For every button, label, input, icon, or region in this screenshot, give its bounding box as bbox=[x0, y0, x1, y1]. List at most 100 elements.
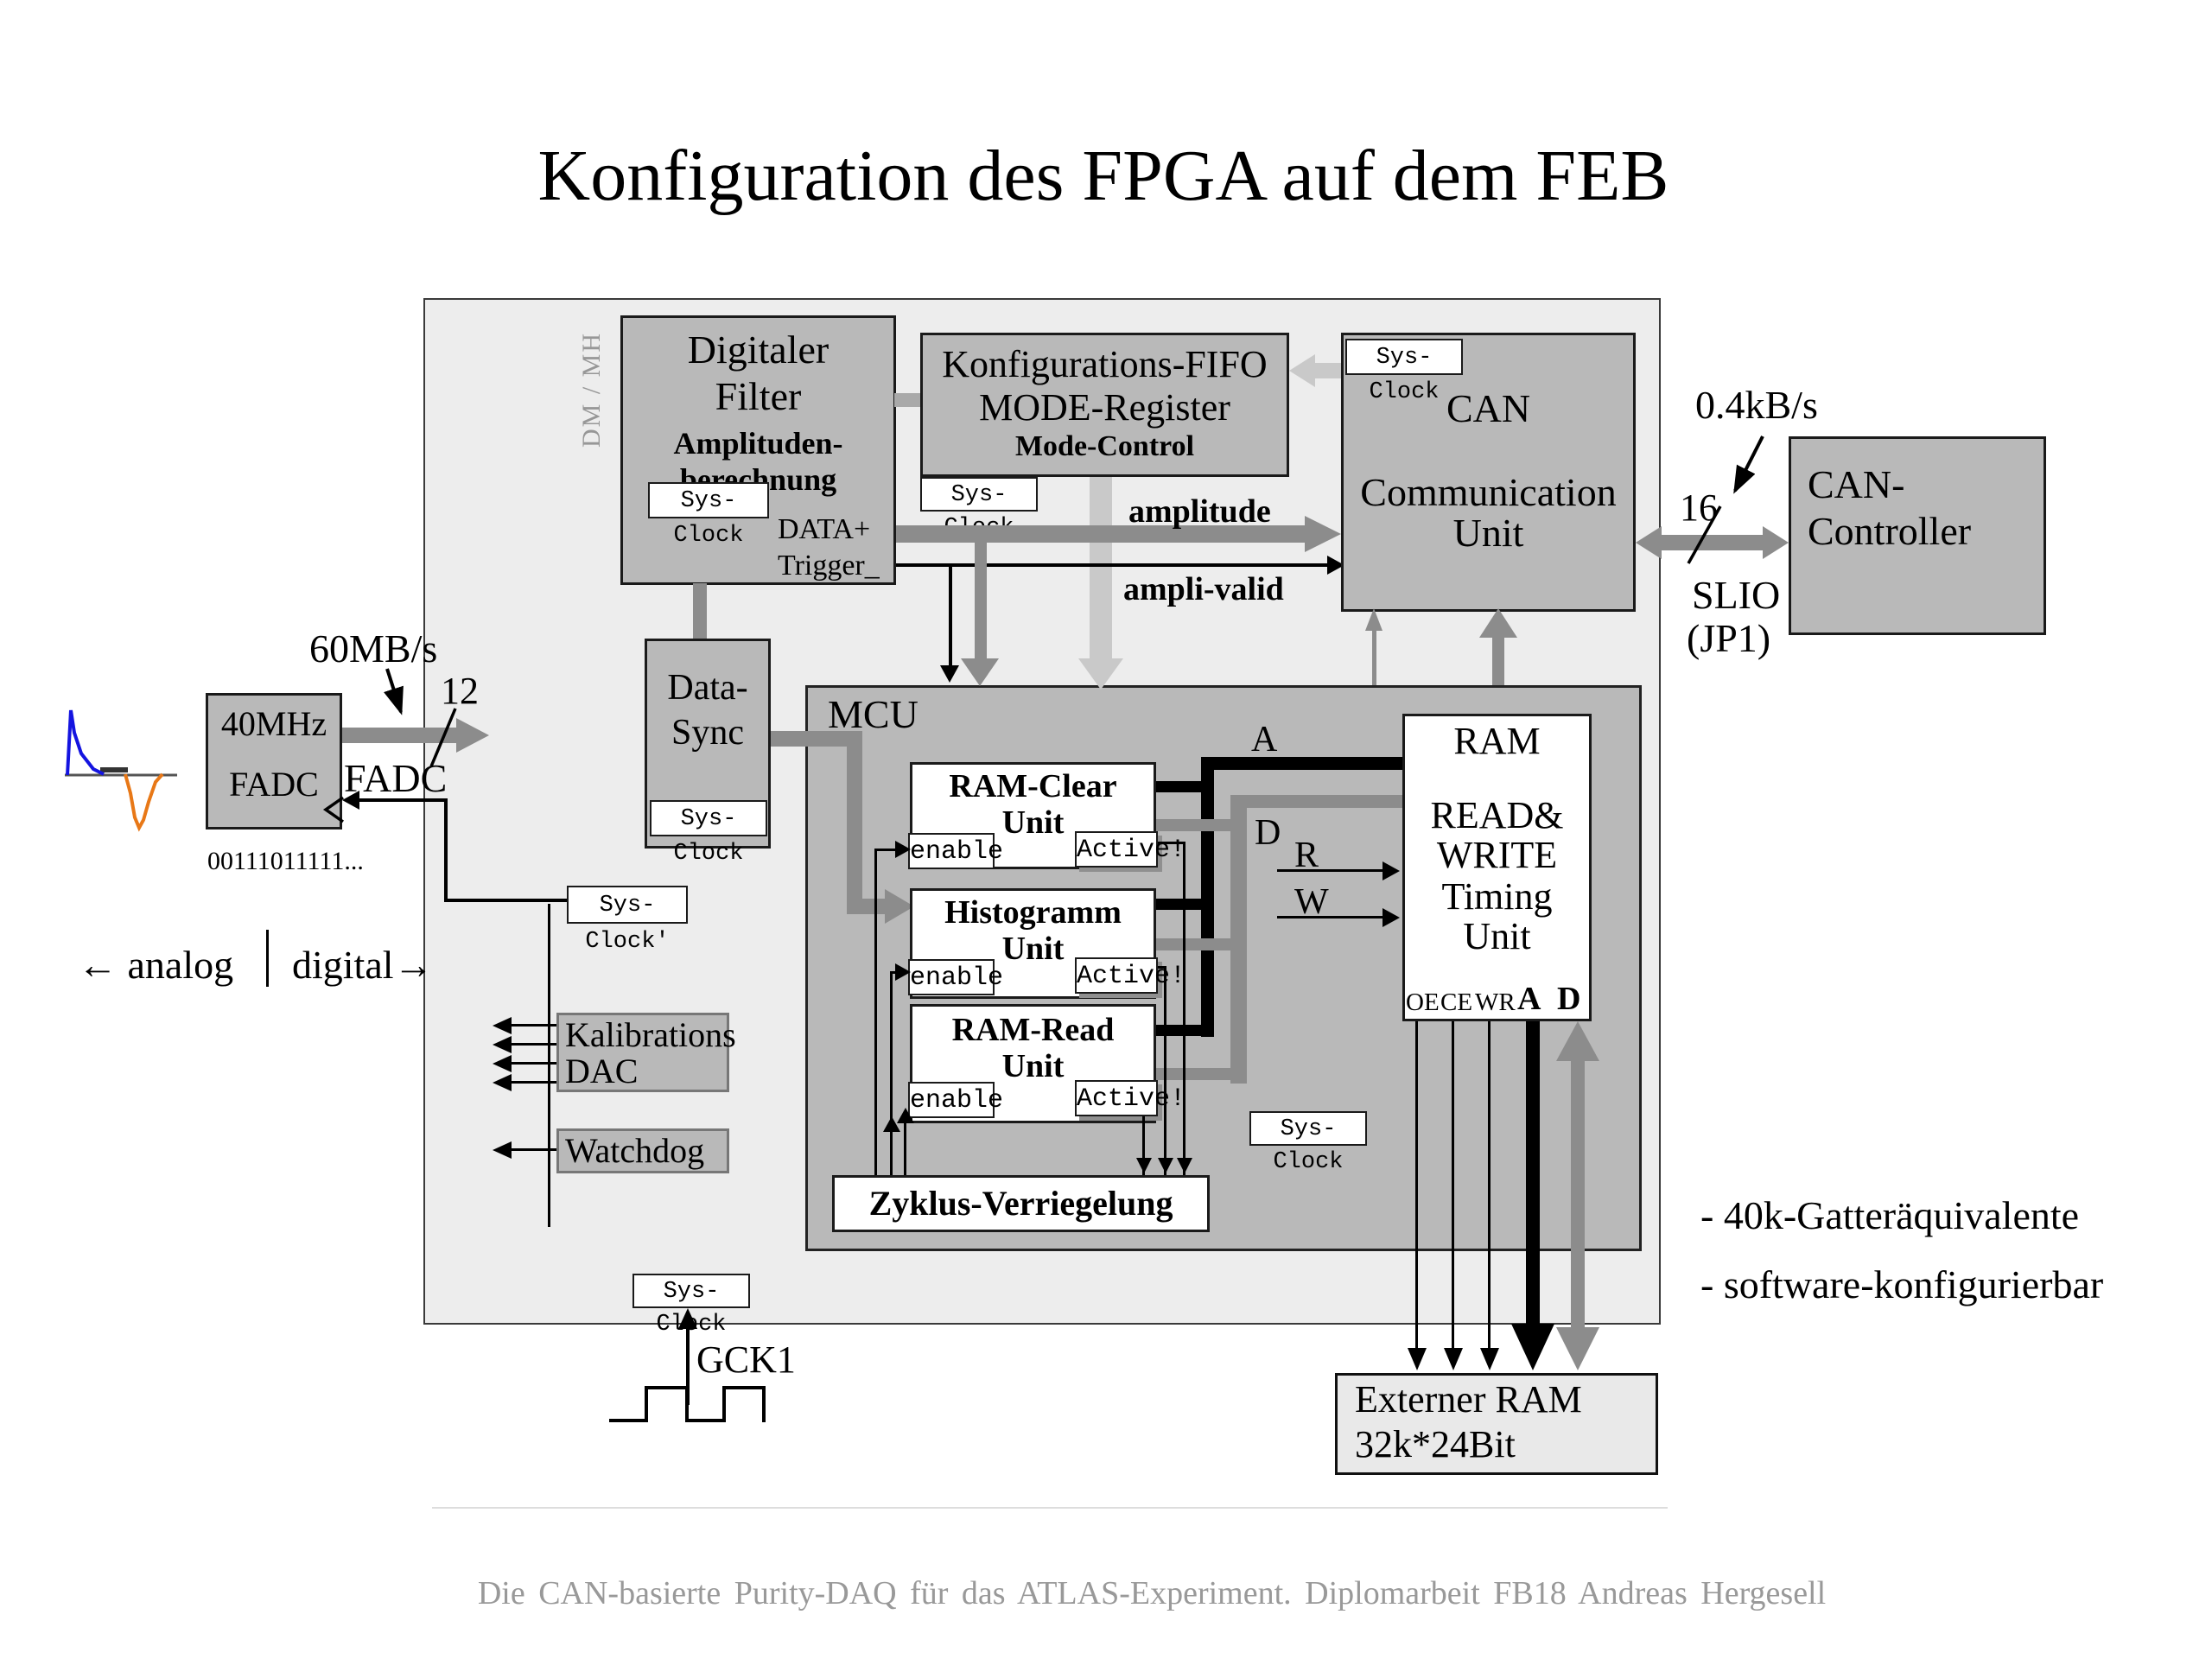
pin-wr-label: WR bbox=[1475, 988, 1516, 1016]
dac-label: DAC bbox=[565, 1052, 639, 1090]
mcu-can-data-line bbox=[1492, 636, 1504, 685]
datasync-mcu-arrowhead bbox=[885, 889, 914, 924]
active-line-3-v bbox=[1142, 1116, 1145, 1175]
ram-timing-l3: WRITE bbox=[1436, 834, 1558, 876]
write-label: W bbox=[1294, 882, 1329, 922]
can-controller-bus-right-head bbox=[1763, 526, 1789, 559]
trigger-label: Trigger_ bbox=[778, 550, 880, 582]
digital-filter-sub1: Amplituden- bbox=[673, 426, 843, 461]
ram-read-active: Active! bbox=[1075, 1080, 1185, 1116]
watchdog-block bbox=[556, 1128, 729, 1173]
enable-line-1-h bbox=[874, 849, 897, 851]
fadc-clock-line-h bbox=[358, 798, 446, 802]
mcu-can-status-line bbox=[1372, 629, 1376, 685]
can-unit-title2: Communication bbox=[1360, 470, 1617, 514]
fadc-bus-arrow bbox=[342, 728, 456, 743]
fifo-sub: Mode-Control bbox=[1014, 430, 1195, 462]
baseline-rule bbox=[432, 1507, 1668, 1509]
active-arrowhead-3 bbox=[1136, 1158, 1152, 1173]
dac-arrowhead-1 bbox=[493, 1017, 512, 1034]
sys-clock-box-mcu: Sys-Clock bbox=[1249, 1111, 1367, 1175]
datasync-mcu-bus-seg2 bbox=[847, 731, 862, 914]
d-bus-vertical bbox=[1230, 795, 1247, 1084]
write-arrowhead bbox=[1382, 908, 1400, 927]
active-line-1-h bbox=[1158, 842, 1185, 844]
extern-ram-title1: Externer RAM bbox=[1355, 1378, 1582, 1421]
amplitude-arrow bbox=[896, 525, 1306, 543]
ram-read-unit: Unit bbox=[1001, 1048, 1065, 1084]
sys-clock-box-can: Sys-Clock bbox=[1345, 339, 1463, 405]
fifo-mcu-arrowhead bbox=[1078, 658, 1123, 690]
filter-fifo-wire bbox=[894, 393, 920, 407]
mcu-can-data-arrowhead bbox=[1479, 608, 1517, 638]
sys-clock-box-datasync: Sys-Clock bbox=[650, 800, 767, 867]
can-controller-bus-left-head bbox=[1636, 526, 1662, 559]
page-title: Konfiguration des FPGA auf dem FEB bbox=[537, 136, 1669, 216]
ram-timing-l1: RAM bbox=[1453, 720, 1541, 762]
histogramm-active: Active! bbox=[1075, 957, 1185, 994]
dac-line-3 bbox=[510, 1062, 556, 1065]
d-out-arrowhead-down bbox=[1556, 1327, 1599, 1370]
bus16-label: 16 bbox=[1680, 486, 1718, 529]
can-controller-block bbox=[1789, 436, 2046, 635]
oe-arrowhead bbox=[1408, 1348, 1427, 1370]
data-sync-title1: Data- bbox=[667, 668, 748, 708]
extern-ram-title2: 32k*24Bit bbox=[1355, 1423, 1516, 1465]
ram-read-title: RAM-Read bbox=[951, 1012, 1115, 1048]
kalibrations-label: Kalibrations bbox=[565, 1015, 736, 1054]
filter-datasync-wire bbox=[693, 583, 707, 640]
dm-mh-label: DM / MH bbox=[577, 331, 606, 448]
read-arrowhead bbox=[1382, 861, 1400, 880]
ram-clear-title: RAM-Clear bbox=[949, 768, 1117, 804]
enable-up-arrowh-mid bbox=[883, 1116, 900, 1132]
dac-arrowhead-2 bbox=[493, 1036, 512, 1053]
a-bus-label: A bbox=[1251, 720, 1278, 760]
can-controller-bus bbox=[1660, 535, 1764, 550]
can-unit-title3: Unit bbox=[1452, 511, 1524, 555]
enable-arrowhead-1 bbox=[895, 841, 911, 858]
a-bus-horizontal bbox=[1201, 757, 1402, 770]
wr-line bbox=[1488, 1021, 1491, 1351]
fadc-bus-arrowhead bbox=[456, 718, 489, 753]
fifo-title2: MODE-Register bbox=[979, 386, 1230, 429]
read-label: R bbox=[1294, 836, 1319, 875]
ram-clear-enable: enable bbox=[908, 833, 1003, 869]
enable-line-2-v bbox=[890, 971, 893, 1175]
ram-timing-block bbox=[1402, 714, 1592, 1021]
enable-arrowhead-2 bbox=[895, 963, 911, 981]
dac-line-1 bbox=[510, 1024, 556, 1027]
rate-in-label: 60MB/s bbox=[309, 626, 438, 671]
bus12-label: 12 bbox=[441, 670, 479, 712]
active-line-1-v bbox=[1183, 842, 1185, 1175]
active-line-2-v bbox=[1164, 966, 1166, 1175]
a-bus-stub-clear bbox=[1156, 781, 1201, 792]
gck-arrowhead bbox=[678, 1308, 697, 1329]
note-gates: - 40k-Gatteräquivalente bbox=[1700, 1193, 2080, 1237]
d-out-arrowhead-up bbox=[1556, 1021, 1599, 1061]
active-arrowhead-2 bbox=[1158, 1158, 1173, 1173]
can-unit-block bbox=[1341, 333, 1636, 612]
histogramm-title: Histogramm bbox=[944, 894, 1122, 931]
digital-filter-title2: Filter bbox=[715, 374, 802, 418]
fadc-block bbox=[206, 693, 342, 830]
ram-clear-unit: Unit bbox=[1001, 804, 1065, 841]
ram-timing-l4: Timing bbox=[1441, 875, 1553, 918]
fadc-bits-label: 00111011111... bbox=[207, 847, 364, 875]
histogramm-enable: enable bbox=[908, 959, 1003, 995]
fifo-mcu-arrow bbox=[1090, 477, 1112, 660]
can-controller-title2: Controller bbox=[1808, 509, 1972, 553]
watchdog-arrowhead bbox=[493, 1141, 512, 1159]
pin-oe-label: OE bbox=[1406, 988, 1440, 1016]
trigger-mcu-arrowhead bbox=[940, 665, 959, 683]
pin-a-label: A bbox=[1517, 981, 1541, 1017]
ampli-valid-label: ampli-valid bbox=[1123, 571, 1284, 607]
slio-label: SLIO bbox=[1692, 573, 1781, 617]
write-line bbox=[1277, 916, 1384, 918]
rate-out-pointer-arrow bbox=[1733, 435, 1764, 494]
fifo-block bbox=[920, 333, 1289, 477]
a-bus-stub-read bbox=[1156, 1025, 1201, 1036]
sys-clock-box-gck: Sys-Clock bbox=[632, 1274, 750, 1338]
can-controller-title1: CAN- bbox=[1808, 462, 1905, 506]
d-bus-stub-read bbox=[1156, 1068, 1230, 1080]
